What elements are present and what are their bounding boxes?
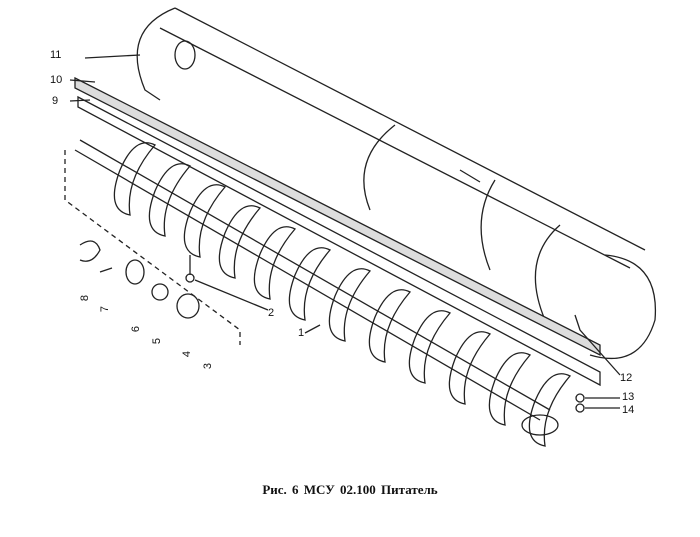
- auger-flight: [488, 352, 532, 426]
- callout-5: 5: [151, 337, 164, 345]
- auger-flight: [288, 247, 332, 321]
- bearing-parts: [69, 54, 621, 413]
- auger-flight: [328, 268, 372, 342]
- auger-flight: [218, 205, 262, 279]
- auger-flight: [253, 226, 297, 300]
- cover-housing: [136, 7, 657, 360]
- callout-13: 13: [622, 391, 635, 403]
- strip-9: [77, 95, 601, 387]
- auger-flight: [448, 331, 492, 405]
- auger-flight: [528, 373, 572, 447]
- auger-flights: [113, 142, 572, 447]
- callout-10: 10: [50, 74, 63, 86]
- callout-14: 14: [622, 404, 635, 416]
- callout-8: 8: [79, 294, 92, 302]
- callout-4: 4: [181, 350, 194, 358]
- figure-caption: Рис. 6 МСУ 02.100 Питатель: [262, 482, 438, 497]
- auger-flight: [368, 289, 412, 363]
- auger-flight: [148, 163, 192, 237]
- callout-2: 2: [268, 307, 275, 319]
- callout-7: 7: [99, 305, 112, 313]
- callout-12: 12: [620, 372, 633, 384]
- auger-flight: [408, 310, 452, 384]
- callout-11: 11: [50, 49, 62, 61]
- callout-1: 1: [298, 327, 305, 339]
- callout-9: 9: [52, 95, 59, 107]
- auger-flight: [113, 142, 157, 216]
- auger-flight: [183, 184, 227, 258]
- strip-10: [74, 76, 601, 357]
- callout-6: 6: [130, 325, 143, 333]
- callout-3: 3: [202, 362, 215, 370]
